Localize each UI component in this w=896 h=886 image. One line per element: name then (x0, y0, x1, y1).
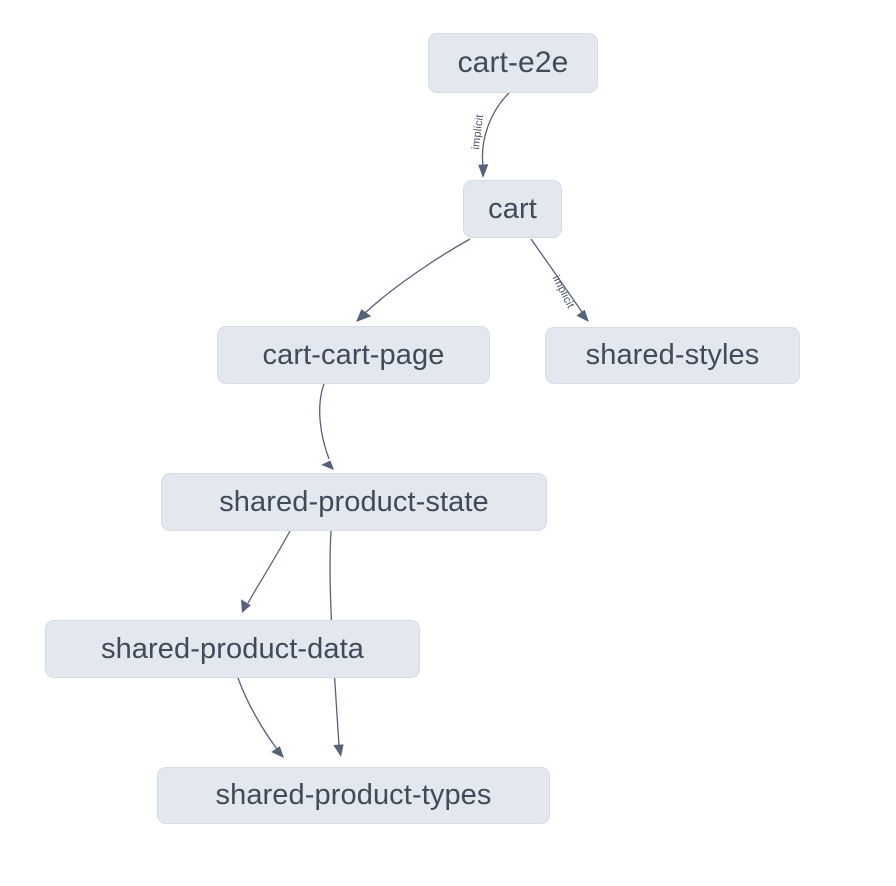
graph-node-cart-e2e[interactable]: cart-e2e (428, 33, 598, 93)
graph-node-cart-cart-page[interactable]: cart-cart-page (217, 326, 490, 384)
graph-node-label: cart (488, 192, 537, 225)
graph-edge-label: implicit (469, 113, 487, 151)
graph-edge-shared-product-data__shared-product-types (237, 677, 284, 758)
graph-node-shared-product-state[interactable]: shared-product-state (161, 473, 547, 531)
graph-edge-cart__cart-cart-page (356, 238, 471, 322)
graph-node-cart[interactable]: cart (463, 180, 562, 238)
graph-node-label: shared-product-data (100, 632, 365, 665)
graph-node-shared-product-data[interactable]: shared-product-data (45, 620, 420, 678)
graph-edge-cart__shared-styles (530, 238, 589, 322)
graph-edge-cart-e2e__cart (478, 92, 510, 178)
graph-node-label: cart-cart-page (262, 338, 445, 371)
graph-node-shared-styles[interactable]: shared-styles (545, 327, 800, 384)
graph-edge-cart-cart-page__shared-product-state (319, 383, 334, 470)
graph-edge-label: implicit (549, 273, 577, 311)
graph-node-shared-product-types[interactable]: shared-product-types (157, 767, 550, 824)
graph-edge-shared-product-state__shared-product-data (241, 530, 291, 613)
graph-node-label: shared-styles (585, 339, 760, 371)
graph-node-label: shared-product-state (219, 485, 489, 518)
graph-node-label: cart-e2e (457, 46, 569, 79)
graph-node-label: shared-product-types (215, 779, 492, 811)
